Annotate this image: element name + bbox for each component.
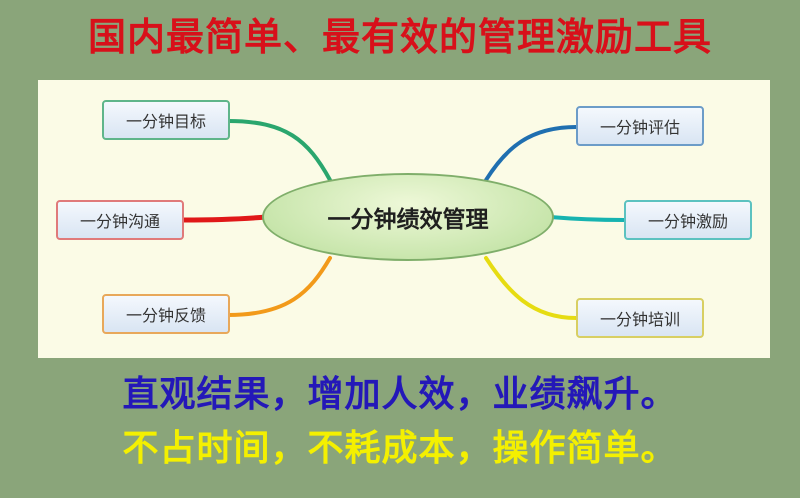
mindmap-node-training: 一分钟培训: [576, 298, 704, 338]
mindmap-node-feedback: 一分钟反馈: [102, 294, 230, 334]
mindmap-connectors: [181, 119, 626, 320]
branch-line-training: [484, 256, 578, 320]
mindmap-node-goal: 一分钟目标: [102, 100, 230, 140]
mindmap-panel: 一分钟绩效管理 一分钟目标 一分钟沟通 一分钟反馈 一分钟评估 一分钟激励 一分…: [38, 80, 770, 358]
branch-line-communication: [181, 214, 269, 223]
branch-line-motivation: [548, 215, 626, 222]
slogan-line-2: 不占时间，不耗成本，操作简单。: [122, 427, 678, 469]
branch-line-goal: [226, 119, 332, 182]
mindmap-node-communication: 一分钟沟通: [56, 200, 184, 240]
mindmap-node-motivation: 一分钟激励: [624, 200, 752, 240]
headline-title: 国内最简单、最有效的管理激励工具: [87, 14, 712, 59]
slogan-line-1: 直观结果，增加人效，业绩飙升。: [122, 373, 678, 415]
mindmap-center-node: 一分钟绩效管理: [262, 173, 554, 261]
branch-line-feedback: [226, 256, 332, 317]
branch-line-evaluation: [484, 125, 578, 182]
mindmap-node-evaluation: 一分钟评估: [576, 106, 704, 146]
